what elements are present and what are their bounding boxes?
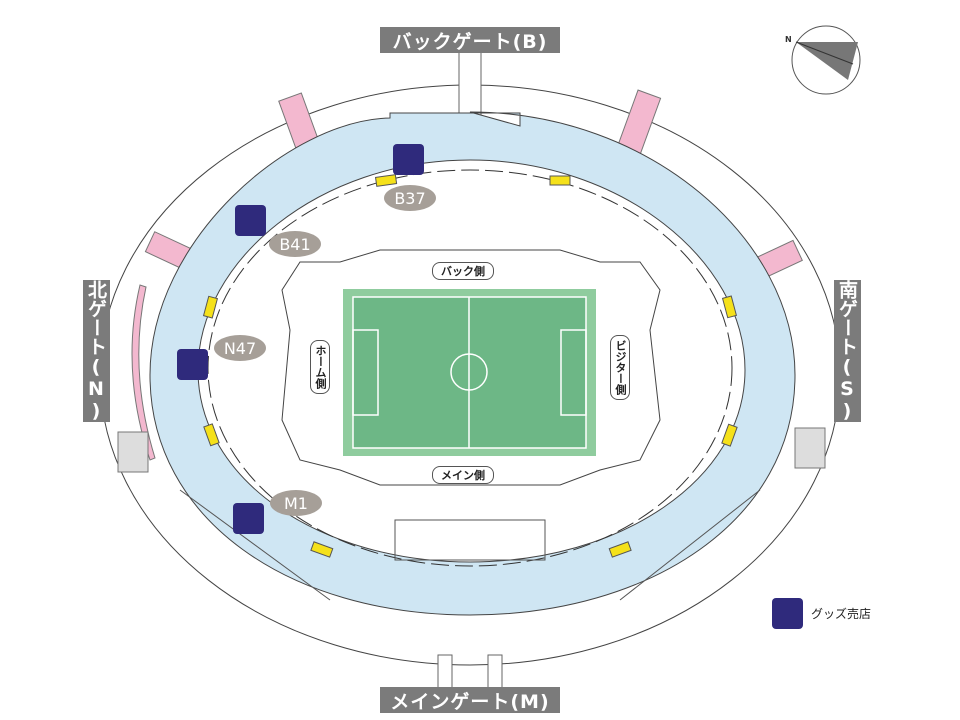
shop-tag-m1: M1 <box>270 490 322 516</box>
compass: N <box>785 25 861 95</box>
kiosk <box>549 175 571 186</box>
concourse <box>149 111 796 616</box>
main-side-label: メイン側 <box>432 466 494 484</box>
compass-north-label: N <box>785 35 792 44</box>
visitor-side-label: ビジター側 <box>610 335 630 400</box>
pink-ramp <box>131 284 156 461</box>
kiosk <box>721 295 738 319</box>
kiosk <box>374 174 398 187</box>
pitch <box>343 289 596 456</box>
goods-shop-m1[interactable] <box>233 503 264 534</box>
gallery-line <box>179 489 331 601</box>
back-gate-label: バックゲート(B) <box>380 27 560 53</box>
grey-stairs <box>794 427 826 469</box>
main-gate-bridge <box>437 654 453 691</box>
kiosk <box>203 423 220 447</box>
back-side-label: バック側 <box>432 262 494 280</box>
main-stand-block <box>394 519 546 561</box>
home-side-label: ホーム側 <box>310 340 330 394</box>
kiosk <box>202 295 219 319</box>
legend-shop-swatch <box>772 598 803 629</box>
legend: グッズ売店 <box>772 598 871 629</box>
gallery-line <box>619 489 761 601</box>
kiosk <box>721 423 738 447</box>
main-gate-bridge <box>487 654 503 691</box>
north-gate-label: 北ゲート(N) <box>83 280 110 422</box>
shop-tag-b41: B41 <box>269 231 321 257</box>
legend-shop-label: グッズ売店 <box>811 607 872 621</box>
kiosk <box>608 541 632 558</box>
shop-tag-n47: N47 <box>214 335 266 361</box>
kiosk <box>310 541 334 558</box>
main-gate-label: メインゲート(M) <box>380 687 560 713</box>
seating-edge <box>207 169 733 567</box>
goods-shop-b37[interactable] <box>393 144 424 175</box>
goods-shop-n47[interactable] <box>177 349 208 380</box>
goods-shop-b41[interactable] <box>235 205 266 236</box>
grey-stairs <box>117 431 149 473</box>
back-gate-bridge <box>458 51 482 121</box>
shop-tag-b37: B37 <box>384 185 436 211</box>
south-gate-label: 南ゲート(S) <box>834 280 861 422</box>
